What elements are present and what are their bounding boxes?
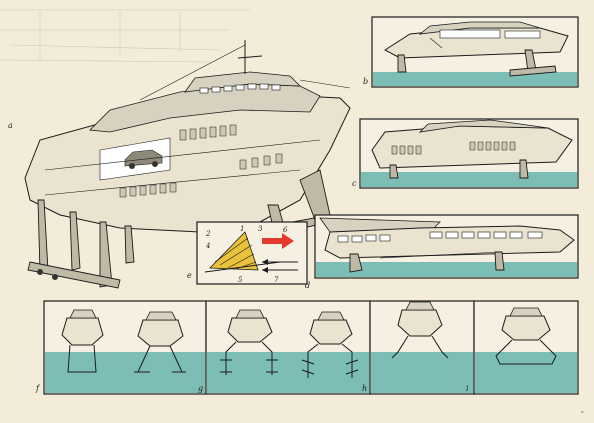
- panel-i: i: [466, 300, 579, 395]
- label-a: a: [8, 121, 13, 130]
- callout-5: 5: [238, 276, 243, 284]
- lift-arrow: [262, 233, 294, 249]
- label-c: c: [352, 179, 357, 188]
- label-h: h: [362, 384, 367, 393]
- g-boat-left: [220, 309, 278, 375]
- passenger-seats: [119, 124, 283, 198]
- label-d: d: [305, 281, 310, 290]
- upper-windows: [199, 83, 281, 94]
- panel-d-windows: [337, 231, 543, 243]
- callout-1: 1: [240, 225, 244, 233]
- car-deck-car: [124, 149, 163, 169]
- panel-c-seats: [391, 141, 516, 155]
- label-e: e: [187, 271, 192, 280]
- superstructure: [89, 83, 321, 133]
- callout-3: 3: [258, 225, 263, 233]
- callout-2: 2: [205, 230, 211, 238]
- label-f: f: [35, 384, 41, 393]
- callout-6: 6: [283, 226, 288, 234]
- panel-b-windows: [439, 29, 541, 39]
- panel-g: g: [198, 300, 371, 395]
- panel-e-foil-section: 1 2 3 4 5 6 7 e: [187, 221, 308, 285]
- panel-f: f: [35, 300, 207, 395]
- corner-mark: ̈: [581, 412, 584, 413]
- g-boat-right: [301, 311, 359, 378]
- panel-c: c: [352, 118, 579, 189]
- foil-cross-section: [209, 231, 259, 271]
- panel-d: d: [305, 214, 579, 290]
- f-boat-right: [134, 311, 186, 373]
- callout-4: 4: [205, 242, 210, 250]
- panel-h: h: [362, 300, 475, 395]
- label-g: g: [198, 384, 203, 393]
- label-i: i: [466, 384, 469, 393]
- panel-b: b: [363, 16, 579, 88]
- f-boat-left: [61, 309, 104, 373]
- label-b: b: [363, 77, 368, 86]
- callout-7: 7: [274, 276, 279, 284]
- background-sketch: [0, 9, 250, 63]
